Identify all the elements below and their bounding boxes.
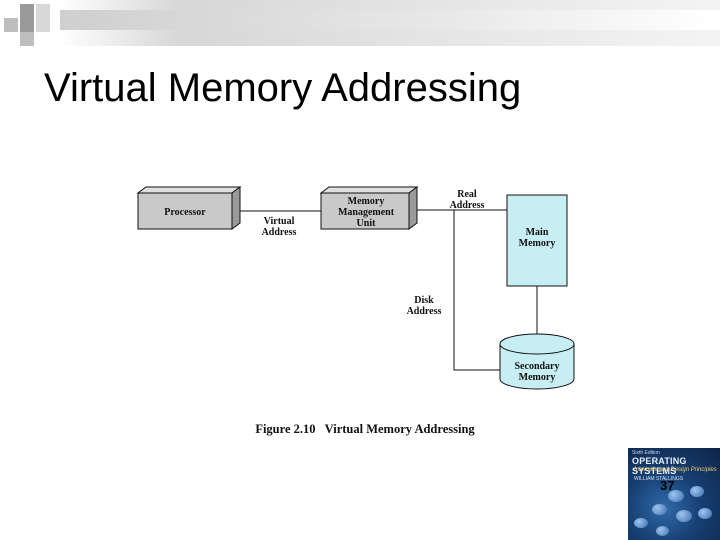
slide-number: 37: [660, 478, 675, 493]
book-orb: [690, 486, 704, 497]
real-address-label-line1: Real: [457, 189, 477, 200]
virtual-address-label-line1: Virtual: [264, 216, 295, 227]
main-memory-label-line2: Memory: [519, 238, 556, 249]
real-address-label-line2: Address: [450, 200, 485, 211]
secondary-memory-label-line1: Secondary: [515, 361, 560, 372]
mmu-label-line3: Unit: [357, 218, 377, 229]
header-square: [20, 18, 34, 32]
book-orb: [652, 504, 667, 515]
disk-address-label-line1: Disk: [414, 295, 434, 306]
book-edition: Sixth Edition: [632, 450, 660, 456]
mmu-label-line2: Management: [338, 207, 395, 218]
header-square: [36, 4, 50, 18]
header-square: [20, 32, 34, 46]
book-orb: [634, 518, 648, 528]
main-memory-box: Main Memory: [506, 194, 568, 287]
figure-caption: Figure 2.10 Virtual Memory Addressing: [255, 422, 475, 436]
mmu-box: Memory Management Unit: [319, 186, 419, 230]
book-orb: [656, 526, 669, 536]
book-orb: [676, 510, 692, 522]
mmu-label-line1: Memory: [348, 196, 385, 207]
book-author: WILLIAM STALLINGS: [634, 476, 684, 482]
secondary-memory-cylinder: Secondary Memory: [499, 333, 575, 390]
slide-title: Virtual Memory Addressing: [44, 66, 522, 110]
book-orb: [668, 490, 684, 502]
book-cover-image: Sixth Edition OPERATING SYSTEMS Internal…: [628, 448, 720, 540]
processor-box: Processor: [136, 186, 242, 230]
virtual-address-label-line2: Address: [262, 227, 297, 238]
processor-label: Processor: [164, 207, 206, 218]
header-band: [0, 0, 720, 46]
header-square: [20, 4, 34, 18]
secondary-memory-label-line2: Memory: [519, 372, 556, 383]
header-square: [4, 18, 18, 32]
book-title: OPERATING SYSTEMS: [632, 456, 687, 476]
header-square: [36, 18, 50, 32]
disk-address-link: [453, 210, 500, 371]
main-memory-label-line1: Main: [526, 227, 549, 238]
book-subtitle: Internals and Design Principles: [634, 467, 717, 473]
book-orb: [698, 508, 712, 519]
disk-address-label-line2: Address: [407, 306, 442, 317]
